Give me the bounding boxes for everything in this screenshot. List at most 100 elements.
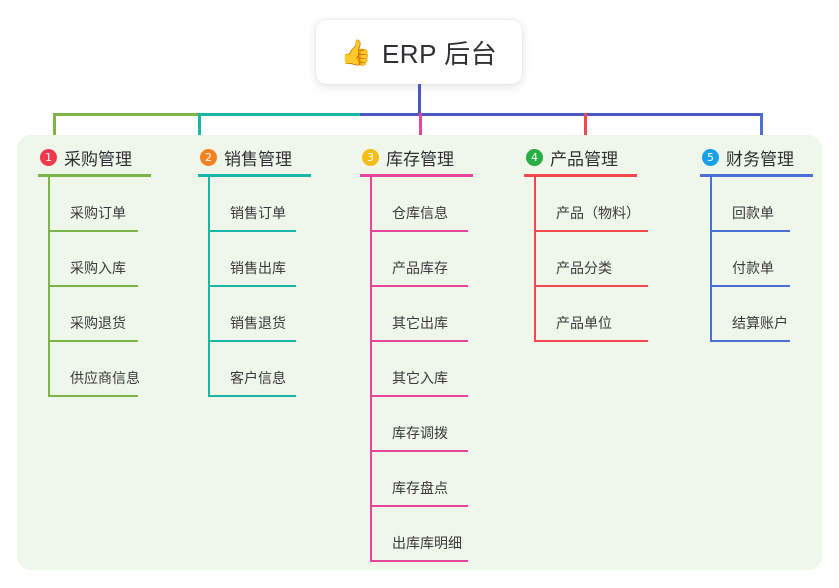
- branch-header-1[interactable]: 1 采购管理: [38, 146, 151, 169]
- branch-item[interactable]: 产品（物料）: [534, 177, 648, 232]
- branch-header-3[interactable]: 3 库存管理: [360, 146, 473, 169]
- branch-item-label: 回款单: [732, 205, 774, 221]
- branch-item-rule: [710, 230, 790, 232]
- branch-item-label: 产品库存: [392, 260, 448, 276]
- branch-title: 采购管理: [64, 149, 132, 169]
- branch-item[interactable]: 产品库存: [370, 232, 473, 287]
- branch-item-label: 采购订单: [70, 205, 126, 221]
- branch-header-rule: [360, 174, 473, 177]
- root-title: ERP 后台: [381, 38, 498, 69]
- branch-item[interactable]: 销售出库: [208, 232, 311, 287]
- branch-number-badge: 3: [362, 148, 379, 166]
- branch-number-badge: 5: [702, 148, 719, 166]
- branch-item-label: 库存盘点: [392, 480, 448, 496]
- branch-item[interactable]: 产品分类: [534, 232, 648, 287]
- branch-body: 回款单付款单结算账户: [710, 177, 813, 342]
- branch-item[interactable]: 产品单位: [534, 287, 648, 342]
- branch-item-rule: [710, 285, 790, 287]
- branch-body: 产品（物料） 产品分类产品单位: [534, 177, 648, 342]
- drop-line-4: [584, 113, 587, 144]
- branch-item-rule: [710, 340, 790, 342]
- branch-item-label: 其它出库: [392, 315, 448, 331]
- root-stem-line: [418, 84, 421, 115]
- branch-column-3: 3 库存管理仓库信息产品库存其它出库其它入库库存调拨库存盘点出库库明细: [360, 146, 473, 562]
- branch-item-label: 产品分类: [556, 260, 612, 276]
- branch-item-rule: [208, 285, 296, 287]
- branch-item[interactable]: 其它入库: [370, 342, 473, 397]
- branch-item-rule: [208, 230, 296, 232]
- branch-item[interactable]: 采购退货: [48, 287, 151, 342]
- branch-item[interactable]: 回款单: [710, 177, 813, 232]
- branch-item-rule: [370, 340, 468, 342]
- branch-column-1: 1 采购管理采购订单采购入库采购退货供应商信息: [38, 146, 151, 397]
- branch-item-label: 供应商信息: [70, 370, 140, 386]
- branch-item-label: 出库库明细: [392, 535, 462, 551]
- branch-header-rule: [198, 174, 311, 177]
- branch-number-badge: 1: [40, 148, 57, 166]
- branch-item-rule: [208, 340, 296, 342]
- branch-item-label: 库存调拨: [392, 425, 448, 441]
- branch-item[interactable]: 付款单: [710, 232, 813, 287]
- bus-segment-1: [53, 113, 200, 116]
- branch-spine: [370, 177, 372, 562]
- branch-body: 销售订单销售出库销售退货客户信息: [208, 177, 311, 397]
- branch-item[interactable]: 供应商信息: [48, 342, 151, 397]
- branch-item-label: 其它入库: [392, 370, 448, 386]
- branch-column-5: 5 财务管理回款单付款单结算账户: [700, 146, 813, 342]
- drop-line-3: [419, 113, 422, 144]
- branch-title: 库存管理: [386, 149, 454, 169]
- branch-spine: [710, 177, 712, 342]
- branch-item-label: 客户信息: [230, 370, 286, 386]
- branch-item[interactable]: 库存盘点: [370, 452, 473, 507]
- branch-item-label: 付款单: [732, 260, 774, 276]
- branch-spine: [48, 177, 50, 397]
- branch-item[interactable]: 出库库明细: [370, 507, 473, 562]
- branch-header-rule: [524, 174, 637, 177]
- branch-spine: [208, 177, 210, 397]
- drop-line-2: [198, 113, 201, 144]
- branch-header-5[interactable]: 5 财务管理: [700, 146, 813, 169]
- branch-item-rule: [370, 505, 468, 507]
- branch-item[interactable]: 采购订单: [48, 177, 151, 232]
- branch-title: 财务管理: [726, 149, 794, 169]
- branch-item-rule: [370, 395, 468, 397]
- branch-item-rule: [370, 560, 468, 562]
- branch-item-label: 仓库信息: [392, 205, 448, 221]
- branch-item-rule: [534, 230, 648, 232]
- branch-item[interactable]: 其它出库: [370, 287, 473, 342]
- branch-item-rule: [48, 340, 138, 342]
- branch-item[interactable]: 结算账户: [710, 287, 813, 342]
- drop-line-5: [760, 113, 763, 144]
- branch-item-label: 采购退货: [70, 315, 126, 331]
- branch-header-rule: [700, 174, 813, 177]
- branch-spine: [534, 177, 536, 342]
- branch-item-label: 采购入库: [70, 260, 126, 276]
- branch-header-rule: [38, 174, 151, 177]
- root-node[interactable]: 👍 ERP 后台: [316, 20, 522, 84]
- branch-item[interactable]: 仓库信息: [370, 177, 473, 232]
- branch-item[interactable]: 销售订单: [208, 177, 311, 232]
- branch-item-label: 产品（物料）: [556, 205, 640, 221]
- branch-item[interactable]: 客户信息: [208, 342, 311, 397]
- drop-line-1: [53, 113, 56, 144]
- thumbs-up-icon: 👍: [340, 38, 372, 67]
- branch-item[interactable]: 采购入库: [48, 232, 151, 287]
- branch-item-rule: [534, 285, 648, 287]
- branch-item-rule: [534, 340, 648, 342]
- branches-panel: [17, 135, 822, 570]
- branch-item-rule: [48, 285, 138, 287]
- branch-item[interactable]: 库存调拨: [370, 397, 473, 452]
- branch-title: 产品管理: [550, 149, 618, 169]
- branch-item[interactable]: 销售退货: [208, 287, 311, 342]
- branch-item-rule: [370, 230, 468, 232]
- branch-item-rule: [370, 285, 468, 287]
- branch-item-rule: [48, 230, 138, 232]
- branch-item-rule: [48, 395, 138, 397]
- branch-item-rule: [208, 395, 296, 397]
- bus-segment-3: [360, 113, 763, 116]
